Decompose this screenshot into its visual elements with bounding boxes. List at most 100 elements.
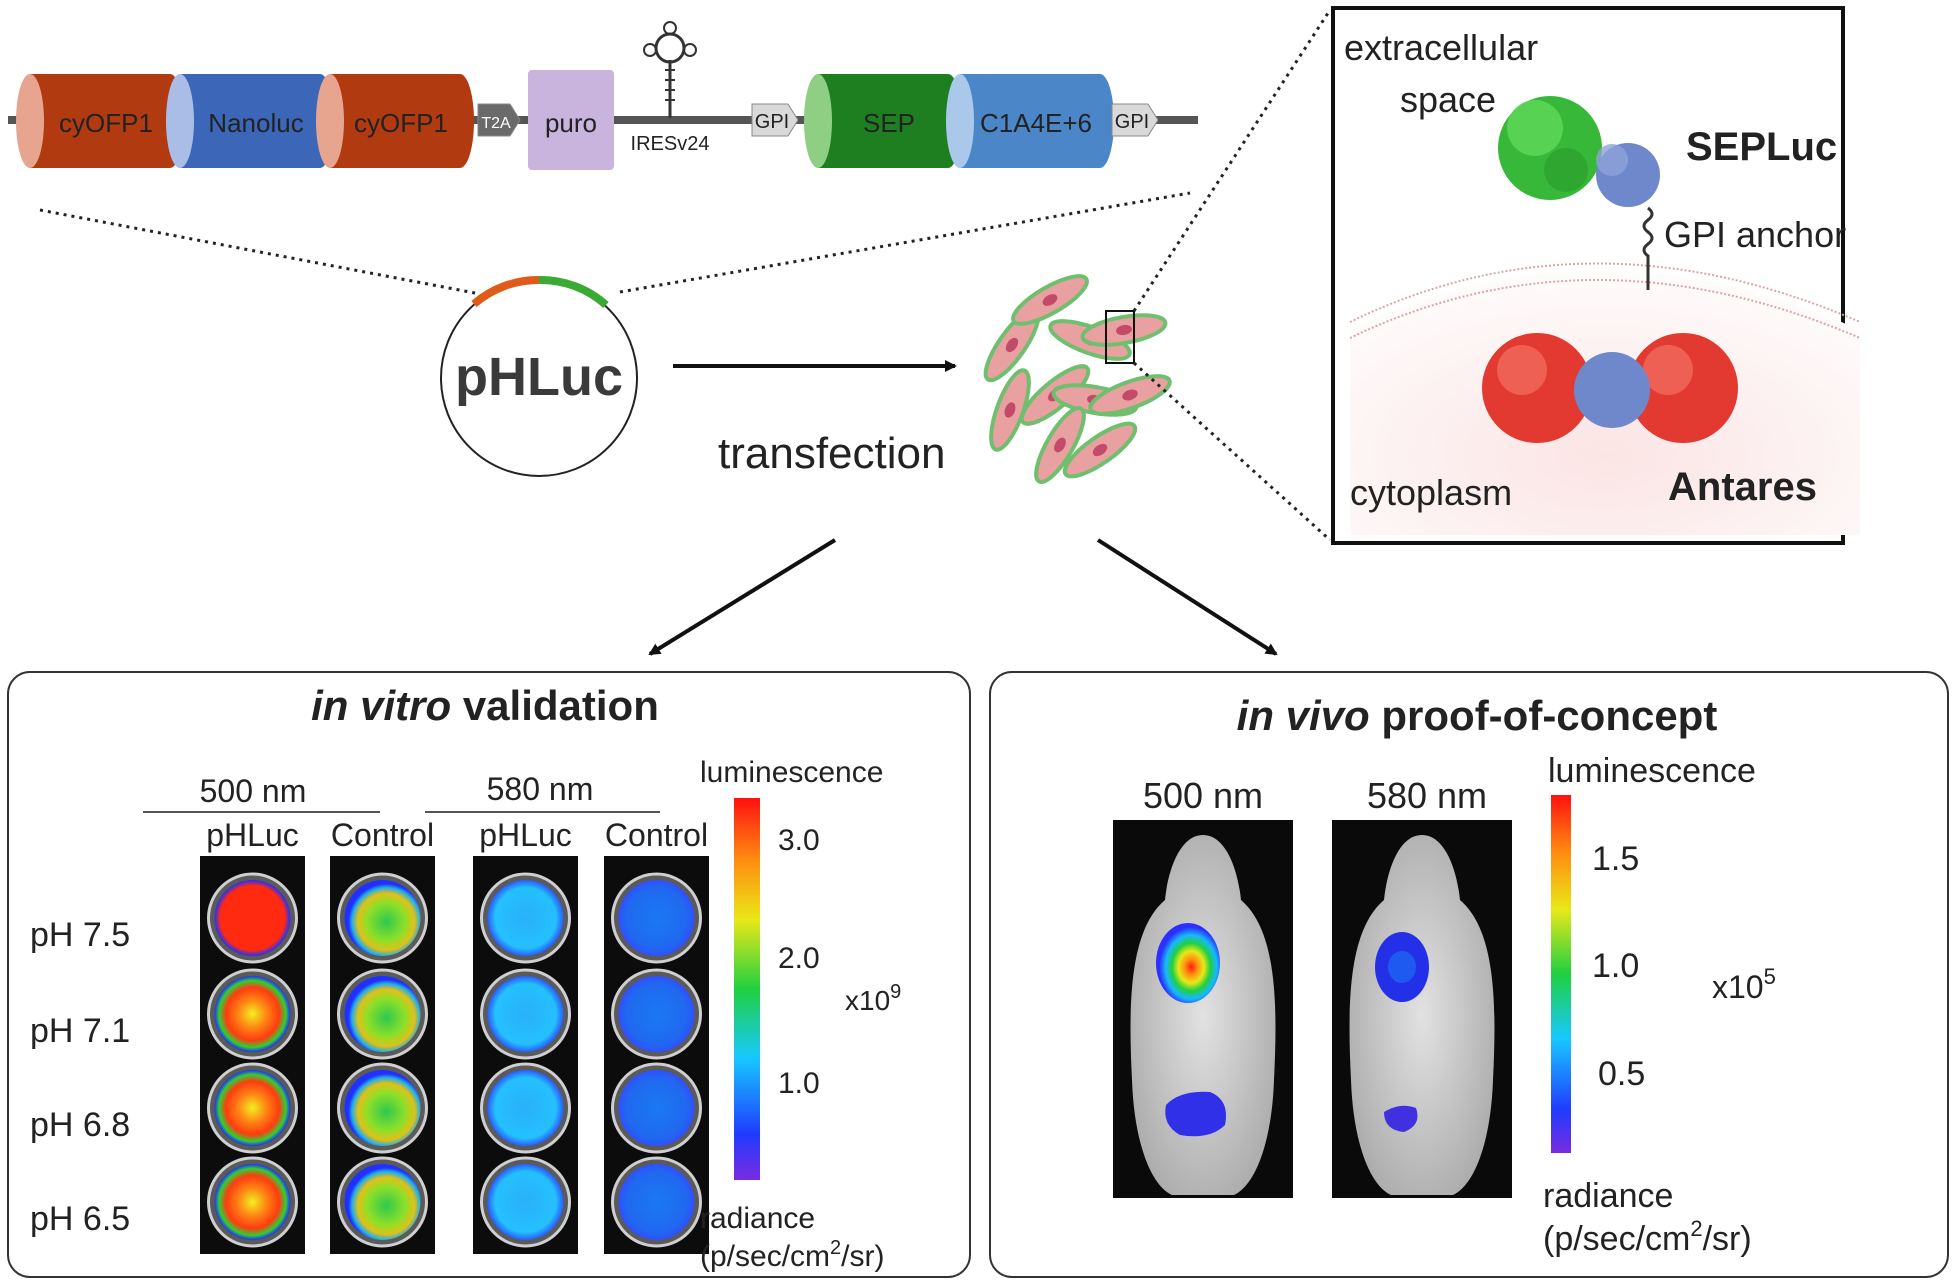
mouse-image-500nm bbox=[1113, 820, 1293, 1198]
invitro-well bbox=[618, 880, 695, 956]
invivo-tick-15: 1.5 bbox=[1592, 840, 1639, 878]
antares-label: Antares bbox=[1668, 465, 1817, 509]
invivo-colorbar-top-label: luminescence bbox=[1548, 752, 1756, 790]
invitro-well bbox=[344, 976, 421, 1052]
mouse-image-580nm bbox=[1332, 820, 1512, 1198]
dotted-connector-right bbox=[619, 191, 1191, 294]
construct-label: Nanoluc bbox=[208, 108, 303, 138]
invivo-units-a: (p/sec/cm bbox=[1543, 1220, 1690, 1258]
invivo-tick-10: 1.0 bbox=[1592, 947, 1639, 985]
invitro-radiance-label: radiance bbox=[700, 1202, 815, 1235]
transfection-label: transfection bbox=[718, 429, 945, 478]
invitro-multiplier: x109 bbox=[845, 981, 901, 1016]
invivo-tick-05: 0.5 bbox=[1598, 1055, 1645, 1093]
invitro-row-label: pH 7.1 bbox=[30, 1012, 130, 1050]
invitro-title-rest: validation bbox=[451, 682, 659, 729]
construct-label: cyOFP1 bbox=[354, 108, 448, 138]
cell-cluster bbox=[983, 274, 1172, 484]
construct-segment-gpi: GPI bbox=[1111, 103, 1159, 137]
mouse2-lower-signal bbox=[1384, 1105, 1418, 1132]
construct-segment-t2a: T2A bbox=[477, 103, 521, 137]
invitro-colorbar-top-label: luminescence bbox=[700, 756, 883, 789]
construct-label: cyOFP1 bbox=[59, 108, 153, 138]
invivo-colorbar bbox=[1551, 795, 1571, 1153]
invitro-row-label: pH 6.8 bbox=[30, 1106, 130, 1144]
membrane-inset: extracellular space SEPLuc GPI anchor cy… bbox=[1331, 6, 1861, 545]
invitro-well bbox=[344, 1164, 421, 1240]
construct-segment-nanoluc: Nanoluc bbox=[166, 74, 334, 168]
construct-segment-iresv24: IRESv24 bbox=[631, 21, 710, 155]
invitro-units-label: (p/sec/cm2/sr) bbox=[700, 1237, 884, 1273]
sepluc-label: SEPLuc bbox=[1686, 125, 1837, 169]
zoom-line-top bbox=[1132, 9, 1332, 312]
construct-label: GPI bbox=[755, 111, 789, 133]
construct-label: GPI bbox=[1115, 111, 1149, 133]
invitro-well bbox=[618, 1164, 695, 1240]
dotted-connector-left bbox=[39, 208, 476, 295]
construct-segment-sep: SEP bbox=[804, 74, 962, 168]
construct-segment-puro: puro bbox=[528, 70, 614, 170]
gpi-anchor-label: GPI anchor bbox=[1664, 214, 1846, 255]
invitro-units-a: (p/sec/cm bbox=[700, 1240, 830, 1273]
plasmid-label: pHLuc bbox=[455, 347, 623, 407]
invitro-well bbox=[214, 1070, 291, 1146]
invitro-multiplier-base: x10 bbox=[845, 985, 890, 1016]
invitro-title-italic: in vitro bbox=[311, 682, 451, 729]
gpi-anchor-line bbox=[1642, 206, 1654, 290]
cytoplasm-label: cytoplasm bbox=[1350, 472, 1512, 513]
arrow-to-invivo bbox=[1096, 538, 1278, 656]
invitro-col-header: pHLuc bbox=[206, 817, 299, 853]
invivo-multiplier-base: x10 bbox=[1712, 969, 1764, 1005]
invitro-well bbox=[487, 976, 564, 1052]
invivo-col-500nm: 500 nm bbox=[1143, 775, 1263, 816]
invivo-units-sup: 2 bbox=[1690, 1216, 1702, 1241]
construct-label: C1A4E+6 bbox=[980, 108, 1092, 138]
construct-label: SEP bbox=[863, 108, 915, 138]
cell bbox=[1034, 406, 1086, 484]
invitro-well bbox=[344, 1070, 421, 1146]
cell bbox=[1080, 313, 1168, 347]
invitro-units-sup: 2 bbox=[830, 1237, 841, 1259]
invitro-well bbox=[487, 880, 564, 956]
construct-segment-c1a4e-6: C1A4E+6 bbox=[946, 74, 1114, 168]
construct-segment-gpi: GPI bbox=[751, 103, 799, 137]
construct-label: IRESv24 bbox=[631, 133, 710, 155]
zoom-box bbox=[1105, 310, 1135, 364]
invitro-well bbox=[487, 1164, 564, 1240]
extracellular-label-line1: extracellular bbox=[1344, 27, 1538, 68]
invitro-group-580nm: 580 nm bbox=[487, 771, 594, 807]
invitro-col-header: Control bbox=[331, 817, 434, 853]
invivo-radiance-label: radiance bbox=[1543, 1177, 1673, 1215]
invivo-panel: in vivo proof-of-concept 500 nm 580 nm l… bbox=[989, 671, 1949, 1278]
construct-segment-cyofp1: cyOFP1 bbox=[316, 74, 474, 168]
invitro-row-label: pH 6.5 bbox=[30, 1200, 130, 1238]
invitro-col-header: pHLuc bbox=[479, 817, 572, 853]
invitro-tick-2: 2.0 bbox=[778, 942, 820, 975]
mouse1-lower-signal bbox=[1165, 1091, 1226, 1137]
invitro-row-label: pH 7.5 bbox=[30, 916, 130, 954]
invitro-tick-3: 3.0 bbox=[778, 824, 820, 857]
invitro-col-header: Control bbox=[605, 817, 708, 853]
cell bbox=[1011, 274, 1089, 326]
invitro-well bbox=[487, 1070, 564, 1146]
invivo-col-580nm: 580 nm bbox=[1367, 775, 1487, 816]
invitro-well bbox=[618, 976, 695, 1052]
extracellular-label-line2: space bbox=[1400, 79, 1496, 120]
invivo-title-rest: proof-of-concept bbox=[1370, 692, 1718, 739]
invitro-well bbox=[344, 880, 421, 956]
invivo-multiplier: x105 bbox=[1712, 964, 1776, 1005]
cell bbox=[1062, 421, 1138, 479]
invivo-units-label: (p/sec/cm2/sr) bbox=[1543, 1216, 1752, 1258]
construct-segment-cyofp1: cyOFP1 bbox=[16, 74, 184, 168]
invitro-title: in vitro validation bbox=[311, 682, 659, 729]
invivo-multiplier-exp: 5 bbox=[1764, 964, 1776, 989]
invitro-well bbox=[618, 1070, 695, 1146]
arrow-to-invitro bbox=[648, 538, 837, 656]
invivo-title-italic: in vivo bbox=[1237, 692, 1370, 739]
invitro-well bbox=[214, 976, 291, 1052]
construct-label: puro bbox=[545, 108, 597, 138]
invivo-title: in vivo proof-of-concept bbox=[1237, 692, 1718, 739]
